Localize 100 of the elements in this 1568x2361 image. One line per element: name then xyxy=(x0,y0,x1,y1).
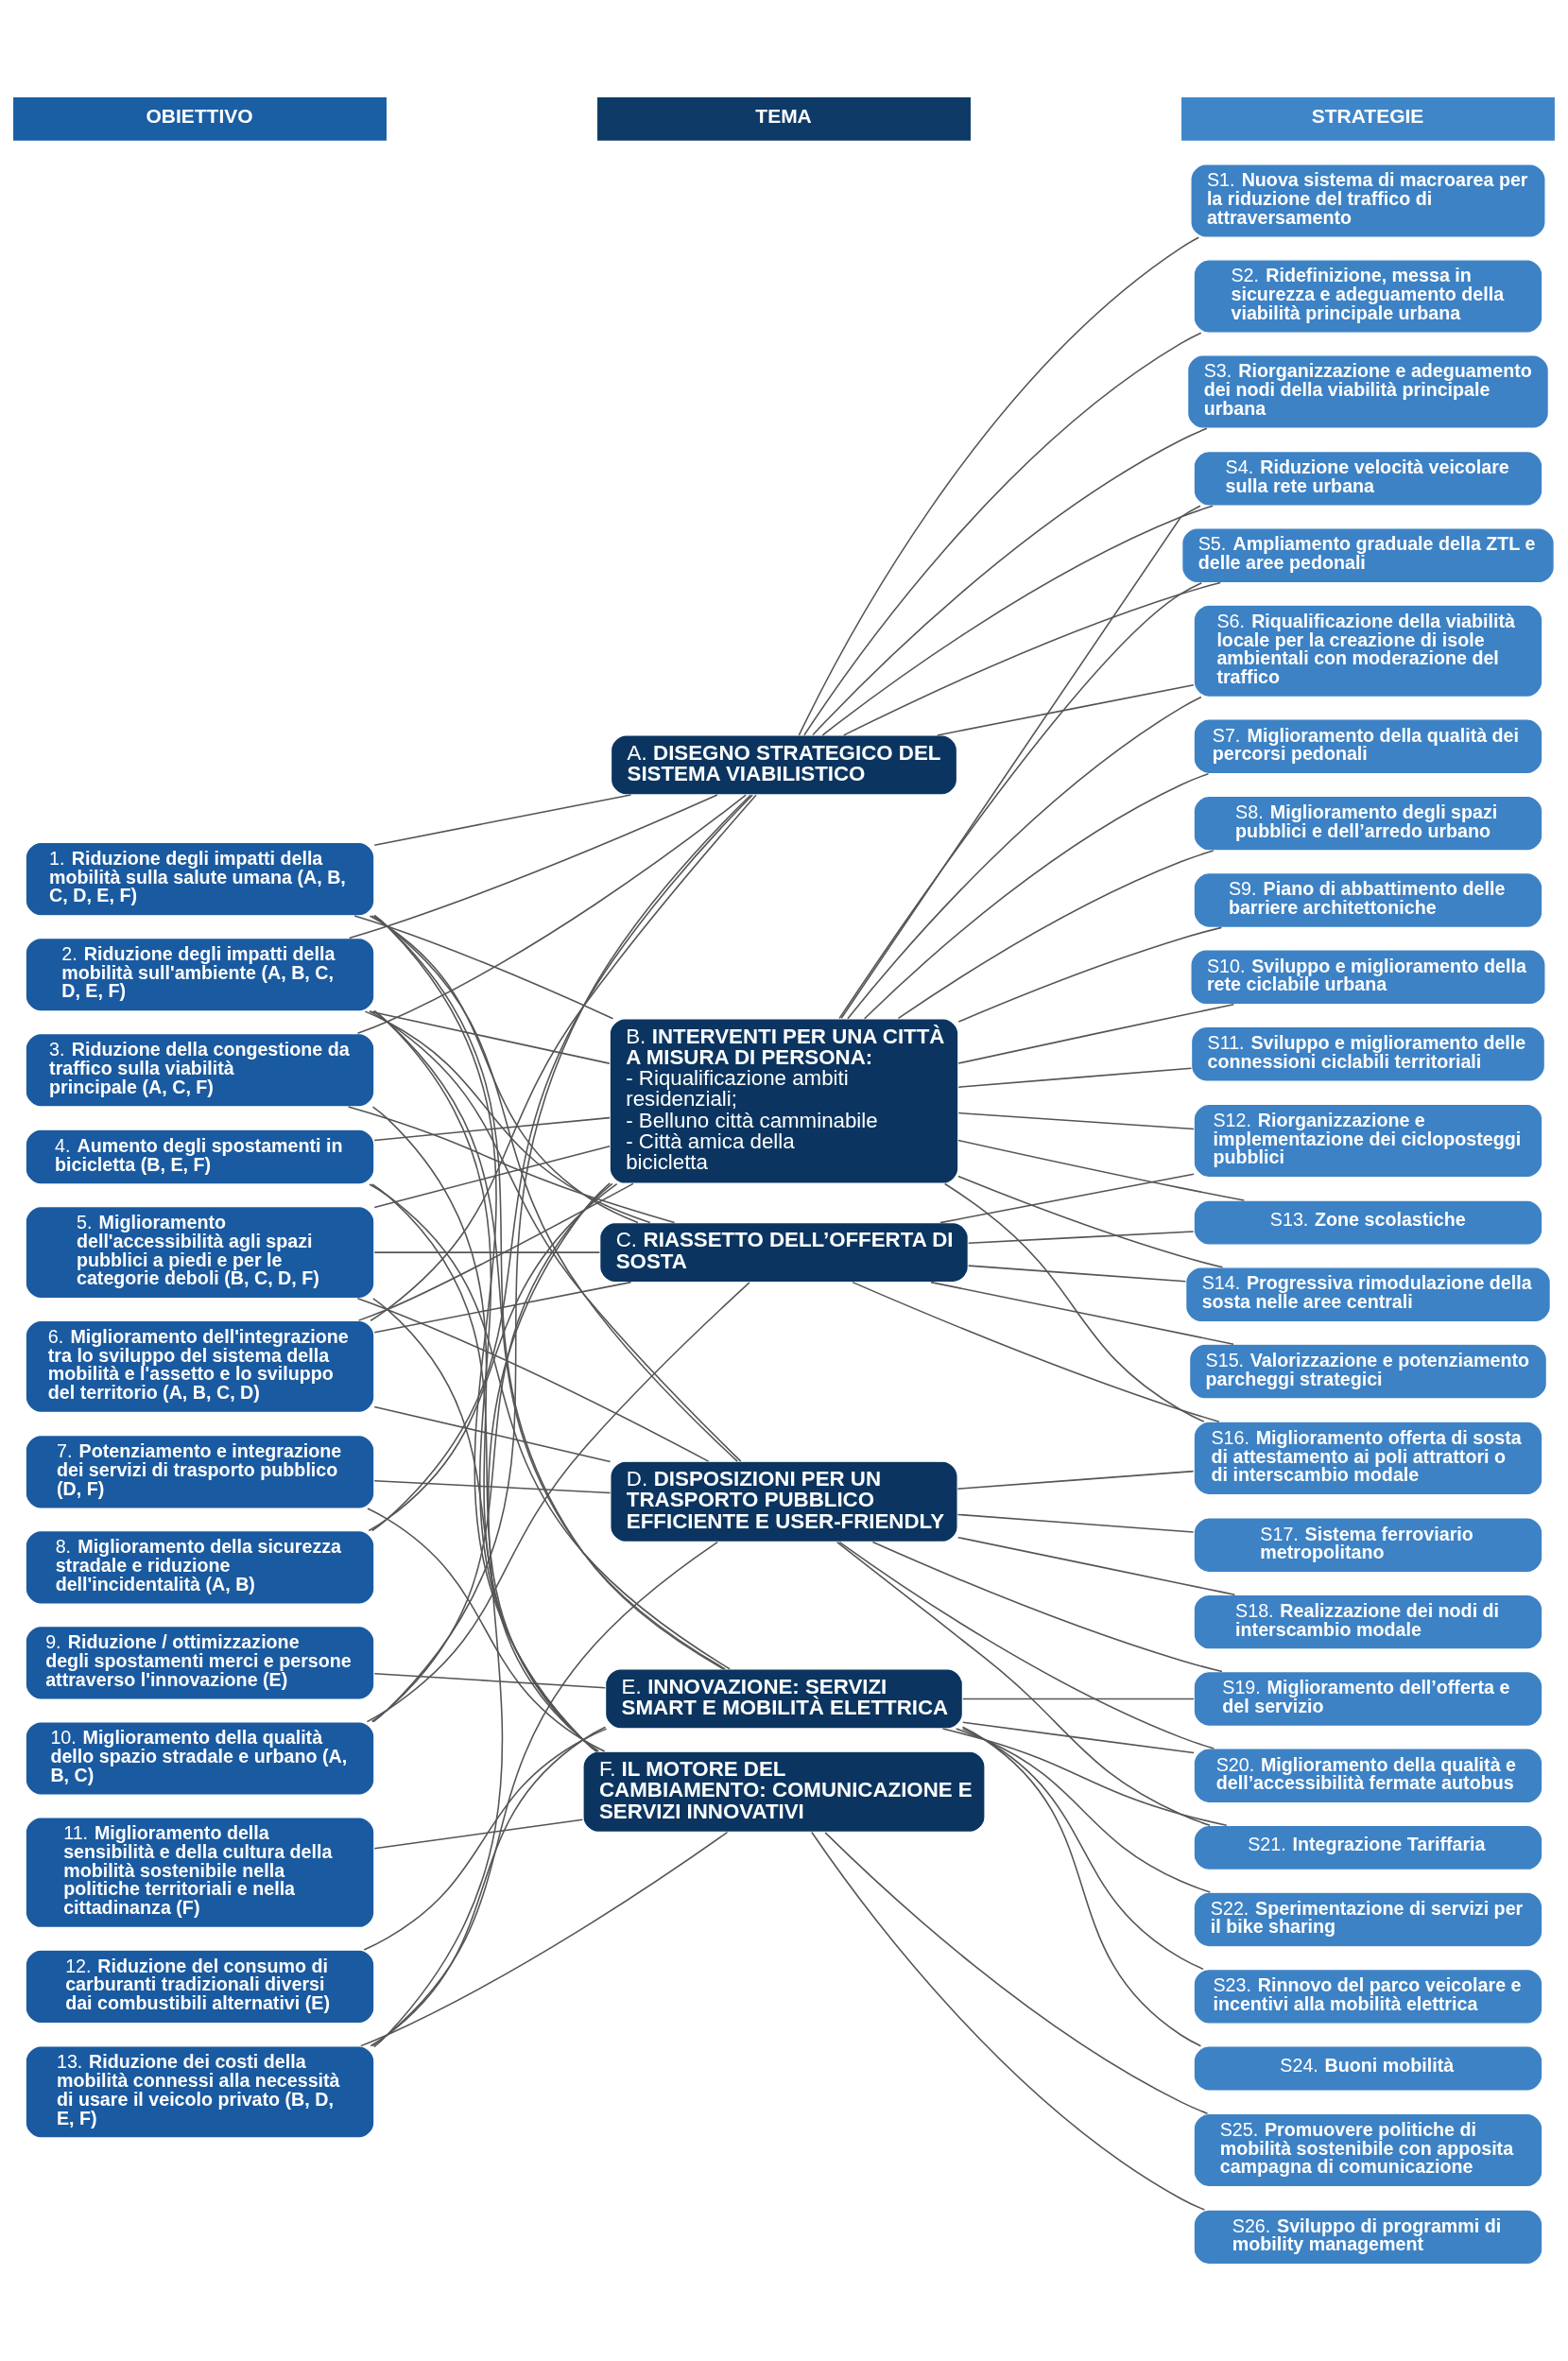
connector xyxy=(961,1726,1202,2047)
node-box: 3. Riduzione della congestione da traffico sulla viabilità principale (A, C, F) xyxy=(25,1032,375,1108)
node-box: 12. Riduzione del consumo di carburanti tradizionali diversi dai combustibili alternativi (E) xyxy=(25,1949,375,2025)
connector xyxy=(353,915,614,1020)
node-box: S24. Buoni mobilità xyxy=(1193,2045,1543,2092)
connector xyxy=(943,1182,1205,1422)
connector xyxy=(373,794,632,846)
connector xyxy=(372,1298,600,1752)
connector xyxy=(366,1282,750,1723)
node-box: S3. Riorganizzazione e adeguamento dei nodi della viabilità principale urbana xyxy=(1186,354,1550,429)
connector xyxy=(840,505,1201,1020)
node-box: S12. Riorganizzazione e implementazione dei cicloposteggi pubblici xyxy=(1193,1103,1543,1179)
connector xyxy=(368,1182,618,1532)
node-box: S15. Valorizzazione e potenziamento parcheggi strategici xyxy=(1188,1343,1548,1400)
connector xyxy=(367,1508,606,1752)
connector xyxy=(803,332,1202,736)
node-box: STRATEGIE xyxy=(1180,95,1557,143)
connector xyxy=(941,1728,1228,1826)
connector xyxy=(356,1298,710,1462)
node-box: S2. Ridefinizione, messa in sicurezza e adeguamento della viabilità principale urbana xyxy=(1193,259,1543,334)
node-box: S25. Promuovere politiche di mobilità sostenibile con apposita campagna di comunicazione xyxy=(1193,2112,1543,2188)
connector xyxy=(961,1728,1204,1971)
node-box: S8. Miglioramento degli spazi pubblici e dell’arredo urbano xyxy=(1193,795,1543,852)
node-box: 13. Riduzione dei costi della mobilità connessi alla necessità di usare il veicolo privato (B, D, E, F) xyxy=(25,2045,375,2139)
node-box: S9. Piano di abbattimento delle barriere architettoniche xyxy=(1193,871,1543,928)
node-box: 6. Miglioramento dell'integrazione tra lo sviluppo del sistema della mobilità e l'assetto e lo sviluppo del territorio (A, B, C, D) xyxy=(25,1319,375,1413)
node-box: S10. Sviluppo e miglioramento della rete ciclabile urbana xyxy=(1190,949,1546,1006)
connector xyxy=(930,1281,1234,1345)
connector xyxy=(370,915,738,1462)
connector xyxy=(838,1541,1215,1749)
connector xyxy=(356,794,747,1035)
node-box: S6. Riqualificazione della viabilità locale per la creazione di isole ambientali con moderazione del traffico xyxy=(1193,604,1543,698)
connector xyxy=(955,1728,1212,1893)
connector xyxy=(936,683,1195,736)
connector xyxy=(360,1831,729,2047)
connector xyxy=(357,1182,634,1321)
connector xyxy=(821,505,1214,736)
node-box: S7. Miglioramento della qualità dei percorsi pedonali xyxy=(1193,718,1543,775)
node-box: S22. Sperimentazione di servizi per il bike sharing xyxy=(1193,1891,1543,1948)
connector xyxy=(798,236,1200,736)
node-box: TEMA xyxy=(595,95,973,143)
node-box: 1. Riduzione degli impatti della mobilità sulla salute umana (A, B, C, D, E, F) xyxy=(25,841,375,917)
node-box: S13. Zone scolastiche xyxy=(1193,1199,1543,1246)
connector xyxy=(370,794,753,1532)
connector xyxy=(957,1175,1224,1268)
connector xyxy=(363,1728,608,1951)
node-box: 7. Potenziamento e integrazione dei servizi di trasporto pubblico (D, F) xyxy=(25,1434,375,1509)
connector xyxy=(956,1513,1195,1533)
connector xyxy=(871,1541,1223,1673)
connector xyxy=(962,1721,1195,1754)
node-box: 9. Riduzione / ottimizzazione degli spostamenti merci e persone attraverso l'innovazione (E) xyxy=(25,1626,375,1700)
node-box: S1. Nuova sistema di macroarea per la riduzione del traffico di attraversamento xyxy=(1190,164,1546,238)
connector xyxy=(369,1183,731,1670)
connector xyxy=(842,581,1221,736)
connector xyxy=(369,915,639,1224)
connector xyxy=(373,1405,612,1463)
connector xyxy=(373,1251,601,1253)
node-box: C. RIASSETTO DELL’OFFERTA DI SOSTA xyxy=(599,1221,969,1284)
connector xyxy=(371,1541,718,2047)
node-box: S20. Miglioramento della qualità e dell’accessibilità fermate autobus xyxy=(1193,1748,1543,1804)
connector xyxy=(897,850,1215,1020)
connector xyxy=(957,926,1223,1023)
connector xyxy=(956,1536,1236,1595)
connector xyxy=(838,581,1203,1020)
connector xyxy=(956,1470,1195,1490)
connector xyxy=(370,794,757,1321)
connector xyxy=(962,1698,1195,1700)
connector xyxy=(364,1010,651,1224)
connector xyxy=(811,1831,1206,2211)
node-box: S11. Sviluppo e miglioramento delle connessioni ciclabili territoriali xyxy=(1190,1025,1546,1082)
connector xyxy=(824,1832,1209,2114)
connector xyxy=(347,1106,676,1224)
node-box: A. DISEGNO STRATEGICO DEL SISTEMA VIABILISTICO xyxy=(610,734,958,796)
connector xyxy=(847,696,1202,1020)
connector xyxy=(373,1281,632,1334)
node-box: 5. Miglioramento dell'accessibilità agli spazi pubblici a piedi e per le categorie deboli (B, C, D, F) xyxy=(25,1205,375,1300)
node-box: S14. Progressiva rimodulazione della sosta nelle aree centrali xyxy=(1184,1267,1551,1323)
connector xyxy=(852,1281,1220,1422)
connector xyxy=(812,427,1208,736)
connector xyxy=(957,1112,1195,1130)
connector xyxy=(373,1818,584,1850)
node-box: D. DISPOSIZIONI PER UN TRASPORTO PUBBLICO EFFICIENTE E USER-FRIENDLY xyxy=(610,1460,958,1543)
connector xyxy=(372,794,751,1723)
node-box: F. IL MOTORE DEL CAMBIAMENTO: COMUNICAZIONE E SERVIZI INNOVATIVI xyxy=(582,1750,986,1834)
node-box: S4. Riduzione velocità veicolare sulla rete urbana xyxy=(1193,450,1543,507)
node-box: OBIETTIVO xyxy=(11,95,388,143)
node-box: 2. Riduzione degli impatti della mobilità sull'ambiente (A, B, C, D, E, F) xyxy=(25,937,375,1012)
node-box: B. INTERVENTI PER UNA CITTÀ A MISURA DI PERSONA: - Riqualificazione ambiti residenziali; - Belluno città camminabile - Città amica della bicicletta xyxy=(609,1018,959,1184)
connector xyxy=(967,1231,1195,1244)
connector xyxy=(957,1003,1235,1064)
connector xyxy=(939,1173,1195,1224)
node-box: S21. Integrazione Tariffaria xyxy=(1193,1824,1543,1871)
node-box: S19. Miglioramento dell’offerta e del servizio xyxy=(1193,1670,1543,1727)
connector xyxy=(957,1067,1193,1088)
node-box: E. INNOVAZIONE: SERVIZI SMART E MOBILITÀ ELETTRICA xyxy=(604,1668,964,1730)
connector xyxy=(957,1139,1246,1201)
connector xyxy=(348,794,718,939)
node-box: S5. Ampliamento graduale della ZTL e delle aree pedonali xyxy=(1181,527,1555,584)
connector xyxy=(369,1010,611,1064)
node-box: 8. Miglioramento della sicurezza stradale e riduzione dell'incidentalità (A, B) xyxy=(25,1530,375,1605)
